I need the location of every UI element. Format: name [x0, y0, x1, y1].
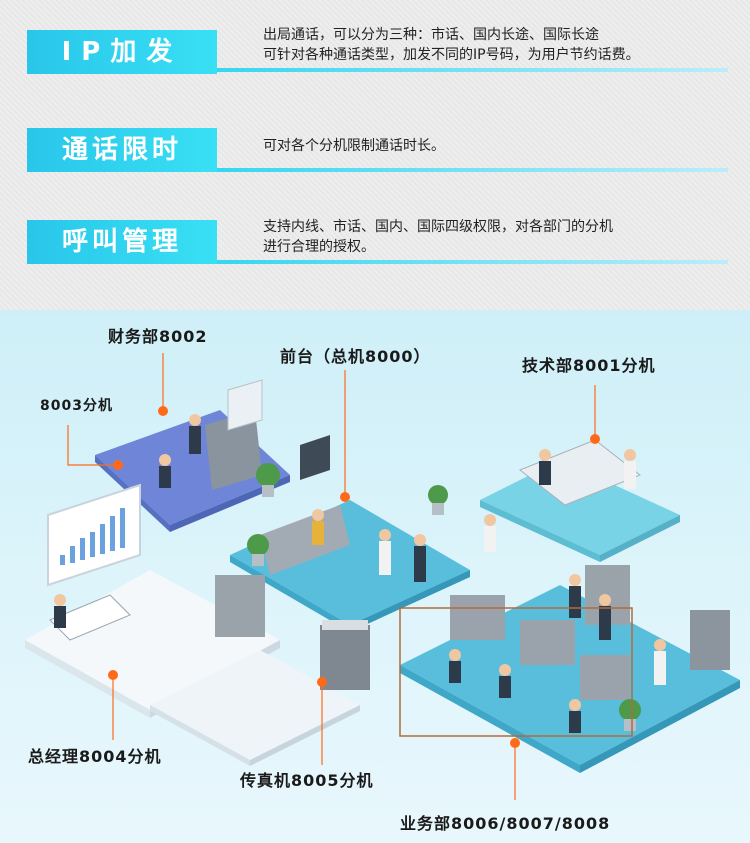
- feature-desc: 出局通话，可以分为三种：市话、国内长途、国际长途 可针对各种通话类型，加发不同的…: [263, 25, 733, 65]
- feature-rule: [217, 168, 728, 172]
- marker-business: [510, 738, 520, 748]
- features-section: IP加发 出局通话，可以分为三种：市话、国内长途、国际长途 可针对各种通话类型，…: [0, 0, 750, 310]
- tech-desk: [519, 439, 641, 506]
- gm-desk: [49, 594, 131, 641]
- feature-time-limit: 通话限时 可对各个分机限制通话时长。: [0, 100, 750, 200]
- feature-desc-line: 进行合理的授权。: [263, 239, 375, 255]
- finance-cabinet: [205, 410, 262, 490]
- feature-rule: [217, 260, 728, 264]
- feature-desc-line: 支持内线、市话、国内、国际四级权限，对各部门的分机: [263, 219, 613, 235]
- fax-machine: [320, 625, 370, 690]
- label-tech: 技术部8001分机: [522, 356, 656, 375]
- plant-icon: [247, 463, 641, 731]
- feature-desc: 支持内线、市话、国内、国际四级权限，对各部门的分机 进行合理的授权。: [263, 217, 733, 257]
- marker-finance: [158, 406, 168, 416]
- marker-fax: [317, 677, 327, 687]
- feature-desc-line: 出局通话，可以分为三种：市话、国内长途、国际长途: [263, 27, 599, 43]
- whiteboard-icon: [47, 483, 141, 587]
- reception-desk: [260, 505, 350, 575]
- business-cubicle-2: [520, 620, 575, 665]
- feature-badge: 通话限时: [27, 128, 217, 172]
- label-front-desk: 前台（总机8000）: [280, 347, 431, 366]
- business-cubicle-3: [580, 655, 630, 700]
- label-ext-8003: 8003分机: [40, 398, 113, 414]
- office-illustration: [25, 353, 740, 800]
- business-highlight-frame: [399, 607, 633, 737]
- office-diagram: 财务部8002 8003分机 前台（总机8000） 技术部8001分机 总经理8…: [0, 310, 750, 843]
- feature-desc: 可对各个分机限制通话时长。: [263, 136, 733, 156]
- person-icon: [54, 414, 666, 733]
- feature-desc-line: 可对各个分机限制通话时长。: [263, 138, 445, 154]
- marker-front: [340, 492, 350, 502]
- feature-ip: IP加发 出局通话，可以分为三种：市话、国内长途、国际长途 可针对各种通话类型，…: [0, 0, 750, 100]
- reception-floor: [230, 500, 470, 625]
- feature-rule: [217, 68, 728, 72]
- feature-badge: IP加发: [27, 30, 217, 74]
- tech-floor: [480, 460, 680, 555]
- fax-floor: [150, 650, 360, 760]
- business-cubicle-1: [450, 595, 505, 640]
- label-fax: 传真机8005分机: [240, 771, 374, 790]
- label-finance: 财务部8002: [108, 327, 208, 346]
- feature-badge: 呼叫管理: [27, 220, 217, 264]
- feature-call-management: 呼叫管理 支持内线、市话、国内、国际四级权限，对各部门的分机 进行合理的授权。: [0, 200, 750, 300]
- label-business: 业务部8006/8007/8008: [400, 814, 611, 833]
- marker-8003: [113, 460, 123, 470]
- label-gm: 总经理8004分机: [28, 747, 162, 766]
- marker-tech: [590, 434, 600, 444]
- leader-lines: [67, 353, 596, 800]
- gm-cabinet: [215, 575, 265, 637]
- marker-gm: [108, 670, 118, 680]
- feature-desc-line: 可针对各种通话类型，加发不同的IP号码，为用户节约话费。: [263, 47, 640, 63]
